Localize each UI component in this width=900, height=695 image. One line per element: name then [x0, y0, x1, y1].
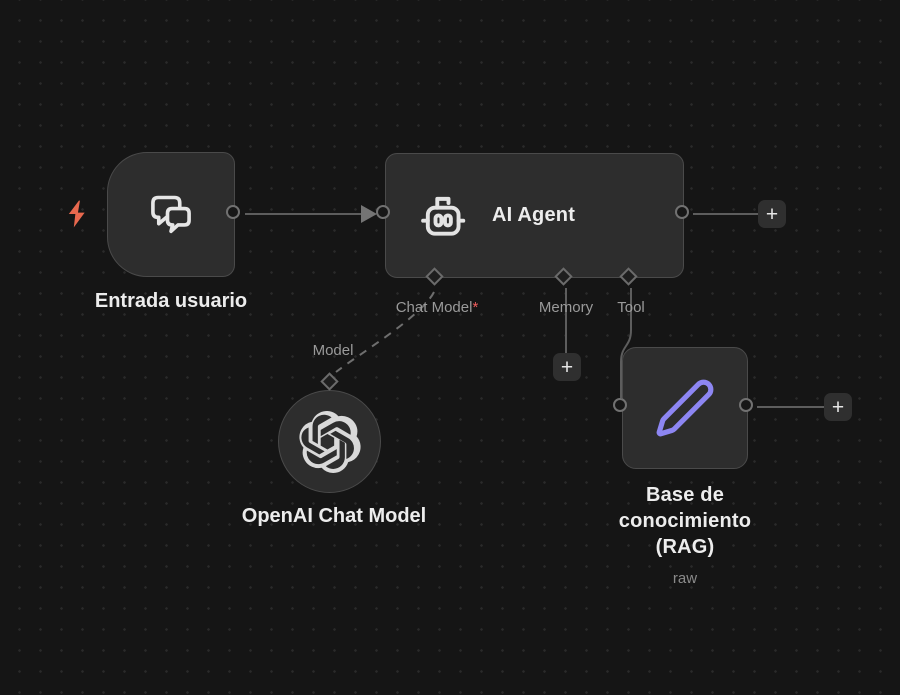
- output-handle-entrada-usuario[interactable]: [226, 205, 240, 219]
- openai-logo-icon: [299, 410, 360, 473]
- node-sublabel-rag: raw: [672, 570, 698, 587]
- required-marker: *: [472, 299, 479, 316]
- input-handle-ai-agent[interactable]: [376, 205, 390, 219]
- edge-model-to-chatmodel[interactable]: [335, 291, 435, 373]
- output-handle-ai-agent[interactable]: [675, 205, 689, 219]
- plus-icon: +: [560, 355, 574, 379]
- add-node-button-agent-output[interactable]: +: [758, 200, 786, 228]
- node-title-ai-agent: AI Agent: [492, 204, 576, 226]
- node-label-rag-line1: Base de conocimiento: [618, 484, 752, 532]
- input-handle-rag[interactable]: [613, 398, 627, 412]
- port-label-chat-model: Chat Model*: [395, 299, 479, 316]
- edge-tool-to-rag[interactable]: [620, 288, 632, 398]
- add-node-button-memory[interactable]: +: [553, 353, 581, 381]
- node-label-rag-line2: (RAG): [655, 536, 715, 558]
- port-label-tool: Tool: [617, 299, 645, 316]
- node-label-block-rag: Base de conocimiento (RAG) raw: [578, 482, 793, 592]
- node-label-entrada-usuario: Entrada usuario: [94, 290, 248, 312]
- plus-icon: +: [831, 395, 845, 419]
- node-ai-agent[interactable]: AI Agent: [385, 153, 684, 278]
- edge-arrowhead-icon: [361, 205, 377, 223]
- node-base-de-conocimiento[interactable]: [622, 347, 748, 469]
- node-entrada-usuario[interactable]: [107, 152, 235, 277]
- pencil-icon: [656, 379, 714, 437]
- port-label-model: Model: [312, 342, 354, 359]
- port-label-memory: Memory: [538, 299, 594, 316]
- plus-icon: +: [765, 202, 779, 226]
- add-node-button-rag-output[interactable]: +: [824, 393, 852, 421]
- node-openai-chat-model[interactable]: [278, 390, 381, 493]
- output-handle-rag[interactable]: [739, 398, 753, 412]
- robot-icon: [421, 196, 466, 236]
- bolt-shape: [68, 200, 85, 228]
- chat-bubbles-icon: [151, 195, 191, 233]
- trigger-bolt-icon[interactable]: [65, 199, 88, 234]
- node-label-openai-chat-model: OpenAI Chat Model: [241, 505, 427, 527]
